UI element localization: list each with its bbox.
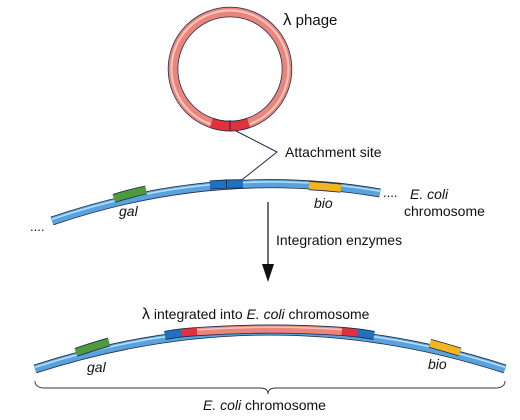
bottom-gal-label: gal <box>87 359 107 375</box>
right-ellipsis: .... <box>383 185 397 200</box>
integrated-lambda-dna <box>196 324 343 337</box>
bottom-bio-label: bio <box>428 356 447 372</box>
integration-arrow <box>262 202 274 282</box>
chromosome-brace <box>34 380 506 395</box>
bottom-right-attachment-site <box>341 326 375 340</box>
top-attachment-site <box>209 179 244 190</box>
top-bio-gene <box>308 181 342 193</box>
bottom-chromosome-label: E. coli chromosome <box>203 397 326 413</box>
top-bio-label: bio <box>314 195 333 211</box>
attachment-site-label: Attachment site <box>285 144 382 160</box>
attachment-site-callout-lines <box>235 130 278 184</box>
top-gal-gene <box>112 185 147 203</box>
bottom-bio-gene <box>428 338 462 357</box>
bottom-left-attachment-site <box>164 327 198 340</box>
integration-enzymes-label: Integration enzymes <box>276 232 402 248</box>
top-ecoli-label: E. coli <box>410 186 449 202</box>
lambda-phage-circle <box>167 6 293 132</box>
integrated-title: λ integrated into E. coli chromosome <box>142 306 370 323</box>
phage-attachment-site <box>209 117 251 132</box>
top-chromosome-label: chromosome <box>404 203 485 219</box>
bottom-gal-gene <box>74 337 111 357</box>
top-gal-label: gal <box>119 203 139 219</box>
left-ellipsis: .... <box>30 219 44 234</box>
phage-title: λ phage <box>283 10 337 29</box>
